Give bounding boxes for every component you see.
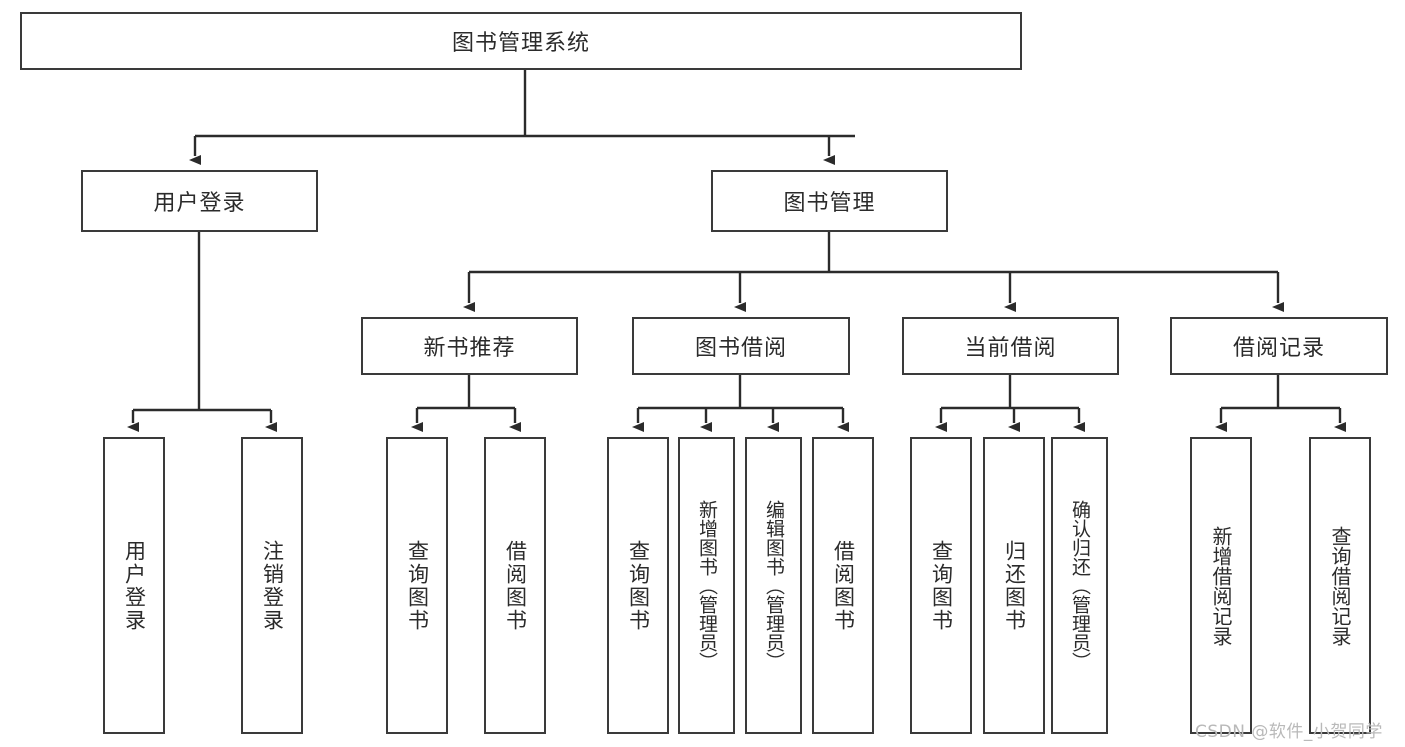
node-leaf-borrow-book-rec-label: 借阅图书 <box>503 539 528 632</box>
node-book-manage[interactable]: 图书管理 <box>711 170 948 232</box>
node-borrow-record-label: 借阅记录 <box>1232 336 1325 361</box>
csdn-watermark: CSDN @软件_小贺同学 <box>1195 722 1383 742</box>
node-new-book-rec-label: 新书推荐 <box>423 336 516 361</box>
node-new-book-rec[interactable]: 新书推荐 <box>361 317 578 375</box>
node-leaf-query-book-borrow-label: 查询图书 <box>626 539 651 632</box>
node-book-borrow-label: 图书借阅 <box>694 336 787 361</box>
node-book-manage-label: 图书管理 <box>783 191 876 216</box>
node-leaf-add-record[interactable]: 新增借阅记录 <box>1190 437 1252 734</box>
node-user-login-label: 用户登录 <box>153 191 246 216</box>
node-leaf-user-logout[interactable]: 注销登录 <box>241 437 303 734</box>
node-book-borrow[interactable]: 图书借阅 <box>632 317 850 375</box>
node-current-borrow[interactable]: 当前借阅 <box>902 317 1119 375</box>
node-leaf-edit-book-label: 编辑图书（管理员） <box>763 500 785 671</box>
node-leaf-query-book-borrow[interactable]: 查询图书 <box>607 437 669 734</box>
node-leaf-query-book-rec[interactable]: 查询图书 <box>386 437 448 734</box>
node-root[interactable]: 图书管理系统 <box>20 12 1022 70</box>
node-leaf-borrow-book[interactable]: 借阅图书 <box>812 437 874 734</box>
node-leaf-query-book-cur[interactable]: 查询图书 <box>910 437 972 734</box>
node-leaf-add-book[interactable]: 新增图书（管理员） <box>678 437 735 734</box>
node-leaf-borrow-book-label: 借阅图书 <box>831 539 856 632</box>
node-leaf-query-book-rec-label: 查询图书 <box>405 539 430 632</box>
node-root-label: 图书管理系统 <box>451 31 590 56</box>
node-leaf-edit-book[interactable]: 编辑图书（管理员） <box>745 437 802 734</box>
node-leaf-return-book-label: 归还图书 <box>1002 539 1027 632</box>
node-leaf-query-record-label: 查询借阅记录 <box>1328 525 1352 646</box>
node-leaf-add-record-label: 新增借阅记录 <box>1209 525 1233 646</box>
node-leaf-return-book[interactable]: 归还图书 <box>983 437 1045 734</box>
node-leaf-borrow-book-rec[interactable]: 借阅图书 <box>484 437 546 734</box>
node-leaf-user-login[interactable]: 用户登录 <box>103 437 165 734</box>
node-leaf-user-login-label: 用户登录 <box>122 539 147 632</box>
node-borrow-record[interactable]: 借阅记录 <box>1170 317 1388 375</box>
node-leaf-confirm-return[interactable]: 确认归还（管理员） <box>1051 437 1108 734</box>
node-user-login[interactable]: 用户登录 <box>81 170 318 232</box>
node-leaf-query-record[interactable]: 查询借阅记录 <box>1309 437 1371 734</box>
node-leaf-query-book-cur-label: 查询图书 <box>929 539 954 632</box>
node-current-borrow-label: 当前借阅 <box>964 336 1057 361</box>
node-leaf-user-logout-label: 注销登录 <box>260 539 285 632</box>
node-leaf-confirm-return-label: 确认归还（管理员） <box>1069 500 1091 671</box>
node-leaf-add-book-label: 新增图书（管理员） <box>696 500 718 671</box>
